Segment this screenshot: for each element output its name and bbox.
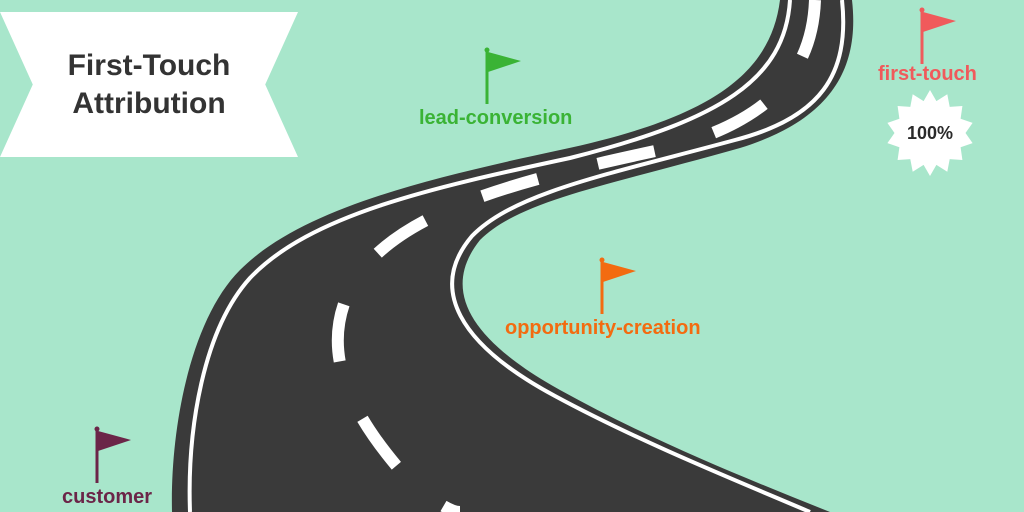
- flag-icon-lead-conversion: [465, 46, 525, 106]
- road-edge-left: [187, 0, 792, 512]
- flag-icon-first-touch: [900, 6, 960, 66]
- starburst-seal-icon: 100%: [887, 90, 973, 176]
- attribution-percent-badge: 100%: [906, 122, 954, 143]
- flag-icon-customer: [75, 425, 135, 485]
- road-edge-right: [450, 0, 846, 512]
- title-line-2: Attribution: [72, 86, 226, 120]
- stage-label-customer: customer: [62, 486, 153, 508]
- stage-label-opportunity-creation: opportunity-creation: [505, 317, 701, 339]
- road-surface: [171, 0, 854, 512]
- stage-label-first-touch: first-touch: [878, 63, 977, 85]
- title-banner: First-Touch Attribution: [0, 12, 298, 157]
- stage-label-lead-conversion: lead-conversion: [419, 107, 573, 129]
- road-center-dashes: [331, 0, 821, 512]
- flag-icon-opportunity-creation: [580, 256, 640, 316]
- title-line-1: First-Touch: [67, 49, 231, 82]
